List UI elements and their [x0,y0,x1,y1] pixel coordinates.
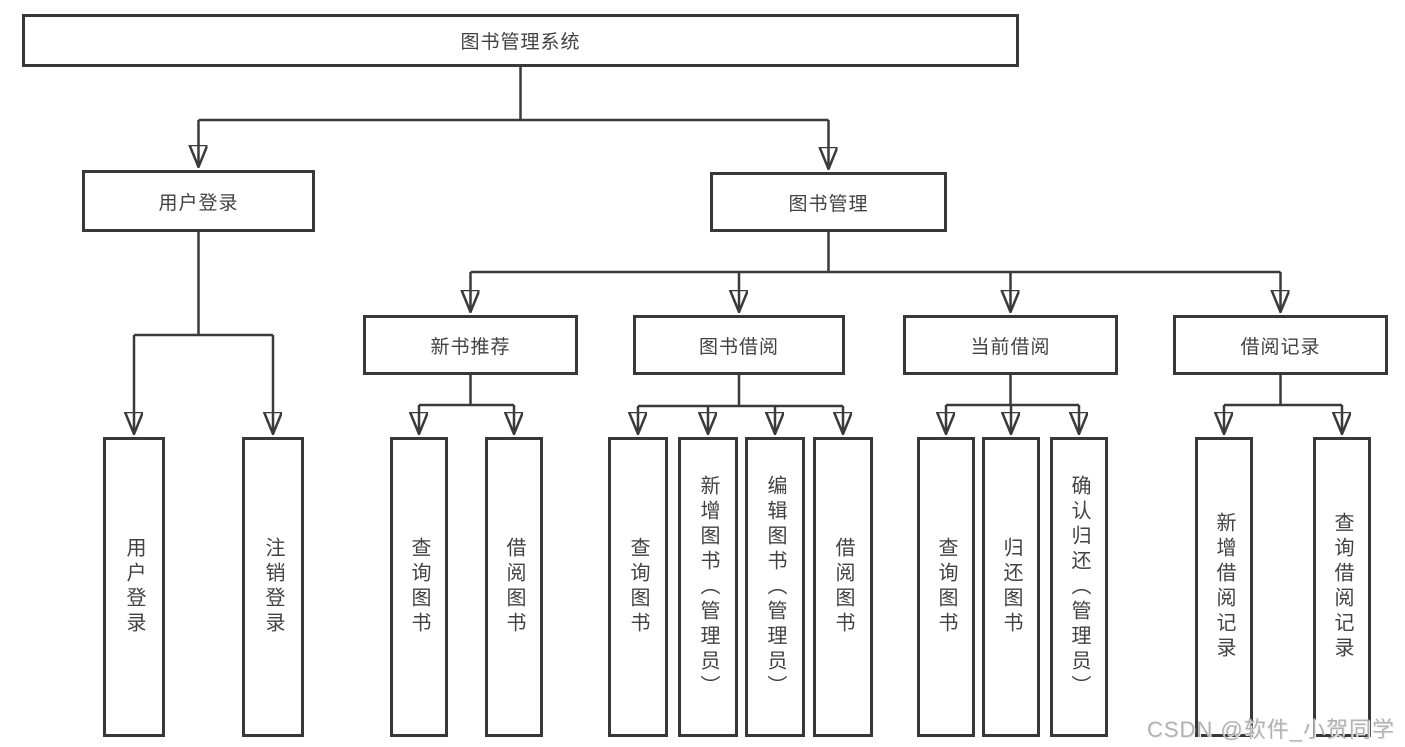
leaf-query-books: 查询图书 [390,437,448,737]
node-current-borrowing: 当前借阅 [903,315,1118,375]
leaf-return-books: 归还图书 [982,437,1040,737]
connector-borrow-to-leaves [638,375,843,434]
node-book-borrowing: 图书借阅 [633,315,845,375]
node-book-management: 图书管理 [710,172,947,232]
leaf-confirm-return-admin: 确认归还（管理员） [1050,437,1108,737]
leaf-logout: 注销登录 [242,437,304,737]
leaf-add-books-admin: 新增图书（管理员） [678,437,738,737]
connector-current-to-leaves [946,375,1079,434]
connector-root-to-level1 [199,67,829,169]
connector-newbook-to-leaves [419,375,514,434]
leaf-add-borrow-record: 新增借阅记录 [1195,437,1253,737]
connector-records-to-leaves [1224,375,1342,434]
leaf-user-login: 用户登录 [103,437,165,737]
connector-mgmt-to-level2 [471,232,1281,312]
node-root-system: 图书管理系统 [22,14,1019,67]
node-new-book-recommend: 新书推荐 [363,315,578,375]
leaf-query-books: 查询图书 [608,437,668,737]
csdn-watermark: CSDN @软件_小贺同学 [1146,717,1395,742]
leaf-query-borrow-record: 查询借阅记录 [1313,437,1371,737]
node-user-login: 用户登录 [82,170,315,232]
node-borrowing-records: 借阅记录 [1173,315,1388,375]
leaf-borrow-books: 借阅图书 [813,437,873,737]
leaf-borrow-books: 借阅图书 [485,437,543,737]
leaf-query-books: 查询图书 [917,437,975,737]
connector-login-to-leaves [134,232,273,434]
leaf-edit-books-admin: 编辑图书（管理员） [745,437,805,737]
